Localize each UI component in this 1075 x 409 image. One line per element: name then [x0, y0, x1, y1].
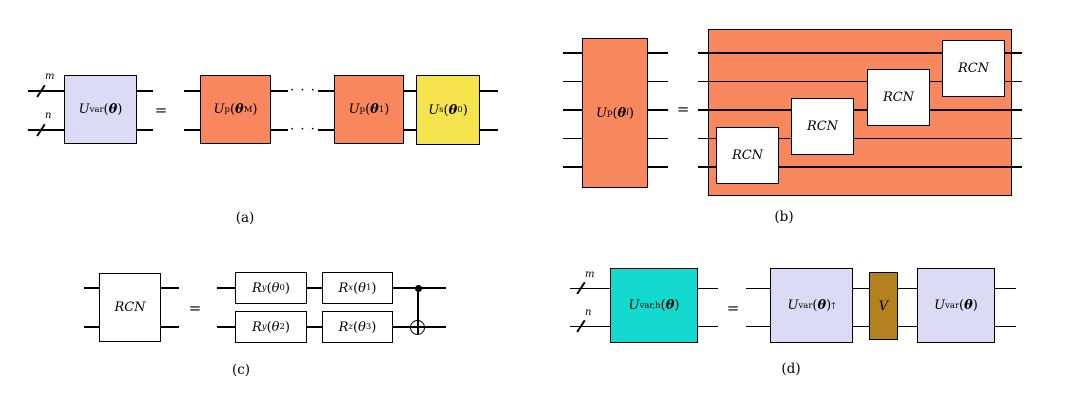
wire [28, 90, 65, 92]
wire [746, 325, 770, 328]
wire [161, 326, 179, 328]
wire [318, 90, 334, 92]
wire [137, 129, 153, 131]
wire [217, 287, 235, 289]
wire [698, 109, 1022, 111]
wire-label-m: m [585, 269, 595, 280]
wire [84, 287, 99, 289]
subfigure-caption-c: (c) [231, 362, 251, 378]
wire [271, 129, 288, 131]
wire [404, 129, 416, 131]
equals-sign: = [676, 100, 690, 118]
wire [271, 90, 288, 92]
wire [84, 326, 99, 328]
wire [318, 129, 334, 131]
ellipsis-dots: · · · [290, 83, 316, 98]
wire [698, 80, 1022, 83]
wire [698, 52, 1022, 54]
cnot-control-dot [414, 284, 422, 292]
gate-rcn: RCN [99, 273, 161, 342]
wire-label-n: n [585, 307, 592, 318]
wire [563, 137, 582, 140]
wire [853, 325, 870, 328]
wire [217, 326, 235, 328]
wire [570, 287, 610, 290]
wire [137, 90, 153, 92]
wire [648, 137, 668, 140]
wire [570, 325, 610, 328]
wire [563, 109, 582, 111]
wire [307, 287, 322, 289]
gate-rcn-2: RCN [791, 98, 854, 155]
wire [698, 166, 1022, 168]
wire [404, 90, 416, 92]
wire [480, 90, 498, 92]
wire [746, 287, 770, 290]
equals-sign: = [154, 101, 168, 119]
wire [995, 287, 1016, 290]
wire-label-m: m [45, 71, 55, 82]
wire [648, 80, 668, 83]
gate-rcn-4: RCN [942, 40, 1005, 97]
wire-label-n: n [45, 110, 52, 121]
wire [480, 129, 498, 131]
wire [995, 325, 1016, 328]
gate-v: V [869, 272, 898, 340]
wire [698, 137, 1022, 140]
subfigure-caption-b: (b) [774, 209, 794, 225]
wire [307, 326, 322, 328]
equals-sign: = [726, 299, 740, 317]
cnot-connector-line [417, 288, 419, 334]
cnot-target-icon [410, 319, 425, 335]
wire [898, 325, 917, 328]
wire [648, 109, 668, 111]
wire [648, 52, 668, 54]
wire [698, 287, 718, 290]
wire [648, 166, 668, 168]
equals-sign: = [188, 299, 202, 317]
gate-rcn-1: RCN [716, 127, 779, 184]
wire [898, 287, 917, 290]
subfigure-caption-d: (d) [781, 361, 801, 377]
wire [184, 90, 200, 92]
wire [563, 52, 582, 54]
wire [563, 80, 582, 83]
wire [184, 129, 200, 131]
gate-rcn-3: RCN [867, 69, 930, 126]
wire [161, 287, 179, 289]
wire [853, 287, 870, 290]
wire [698, 325, 718, 328]
wire [28, 129, 65, 131]
subfigure-caption-a: (a) [235, 210, 255, 226]
wire [563, 166, 582, 168]
ellipsis-dots: · · · [290, 122, 316, 137]
